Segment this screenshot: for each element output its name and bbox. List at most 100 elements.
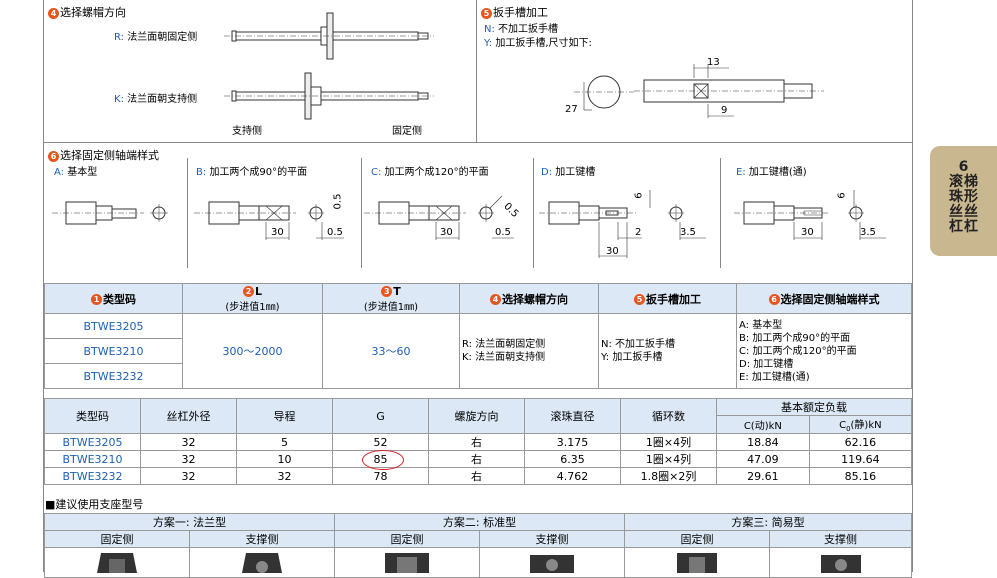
plan-1-fixed-image: [44, 547, 190, 578]
step-4-icon: 4: [48, 7, 59, 19]
dim-cell: 右: [428, 467, 525, 485]
dim-d-35: 3.5: [680, 227, 696, 238]
wrench-n-option: N: 不加工扳手槽: [484, 24, 559, 35]
dim-cell: BTWE3232: [44, 467, 141, 485]
dim-cell: 78: [332, 467, 429, 485]
dim-cell: 18.84: [716, 433, 810, 451]
dimension-table: 类型码 丝杠外径 导程 G 螺旋方向 滚珠直径 循环数 基本额定负载 C(动)k…: [44, 398, 913, 485]
support-side-label: 支持侧: [232, 126, 262, 137]
plan-1-support: 支撑侧: [189, 530, 335, 548]
plan-3-header: 方案三: 简易型: [624, 513, 912, 531]
nut-r-option: R: 法兰面朝固定侧: [114, 32, 198, 43]
shaft-end-e: E: 加工键槽(通): [736, 167, 807, 178]
side-tab-number: 6: [958, 159, 969, 175]
dim-cell: BTWE3210: [44, 450, 141, 468]
wrench-drawing: [574, 64, 824, 118]
dim-cell: 4.762: [524, 467, 621, 485]
dim-header-type: 类型码: [44, 398, 141, 434]
dim-cell: 62.16: [808, 433, 913, 451]
dim-c-30: 30: [440, 227, 453, 238]
dim-cell: 47.09: [716, 450, 810, 468]
spec-type-3: BTWE3232: [44, 363, 183, 389]
shaft-end-b: B: 加工两个成90°的平面: [196, 167, 308, 178]
plan-1-fixed: 固定侧: [44, 530, 190, 548]
shaft-end-a: A: 基本型: [54, 167, 98, 178]
dim-d-2: 2: [635, 227, 642, 238]
dim-header-c0: C0(静)kN: [808, 415, 913, 434]
dim-cell: 5: [236, 433, 333, 451]
dim-b-05: 0.5: [327, 227, 343, 238]
nut-direction-drawing: [224, 12, 434, 120]
dim-header-ball: 滚珠直径: [524, 398, 621, 434]
dim-header-load: 基本额定负载: [716, 398, 912, 416]
plan-2-header: 方案二: 标准型: [334, 513, 625, 531]
support-table: 方案一: 法兰型 方案二: 标准型 方案三: 简易型 固定侧 支撑侧 固定侧 支…: [44, 513, 912, 578]
wrench-dim-27: 27: [565, 104, 578, 115]
fixed-side-label: 固定侧: [392, 126, 422, 137]
dim-cell: 52: [332, 433, 429, 451]
spec-type-1: BTWE3205: [44, 313, 183, 339]
dim-d-30: 30: [606, 246, 619, 257]
side-tab-col-2: 梯形丝杠: [964, 174, 978, 235]
dim-header-g: G: [332, 398, 429, 434]
plan-3-fixed-image: [624, 547, 770, 578]
plan-2-fixed-image: [334, 547, 480, 578]
plan-1-support-image: [189, 547, 335, 578]
dim-cell: 32: [140, 467, 237, 485]
dim-cell: 1.8圈×2列: [620, 467, 717, 485]
dim-cell: 右: [428, 433, 525, 451]
plan-3-fixed: 固定侧: [624, 530, 770, 548]
dim-cell: 右: [428, 450, 525, 468]
shaft-end-c: C: 加工两个成120°的平面: [371, 167, 489, 178]
spec-l-range: 300～2000: [182, 313, 323, 389]
dim-cell: 85.16: [808, 467, 913, 485]
dim-cell: 3.175: [524, 433, 621, 451]
dim-d-6: 6: [633, 192, 645, 199]
dim-cell: BTWE3205: [44, 433, 141, 451]
nut-k-option: K: 法兰面朝支持侧: [114, 94, 198, 105]
side-category-tab[interactable]: 6 滚珠丝杠 梯形丝杠: [930, 146, 997, 256]
dim-e-30: 30: [801, 227, 814, 238]
plan-1-header: 方案一: 法兰型: [44, 513, 335, 531]
highlight-circle: [362, 450, 404, 470]
dim-e-35: 3.5: [860, 227, 876, 238]
wrench-dim-9: 9: [721, 105, 728, 116]
plan-2-support-image: [479, 547, 625, 578]
dim-header-c: C(动)kN: [716, 415, 810, 434]
dim-cell: 1圈×4列: [620, 433, 717, 451]
dim-e-6: 6: [836, 192, 848, 199]
dim-cell: 29.61: [716, 467, 810, 485]
dim-header-circuit: 循环数: [620, 398, 717, 434]
shaft-end-drawings: [52, 190, 886, 258]
wrench-dim-13: 13: [707, 57, 720, 68]
plan-2-support: 支撑侧: [479, 530, 625, 548]
dim-cell: 119.64: [808, 450, 913, 468]
dim-cell: 32: [236, 467, 333, 485]
plan-2-fixed: 固定侧: [334, 530, 480, 548]
dim-cell: 10: [236, 450, 333, 468]
side-tab-col-1: 滚珠丝杠: [949, 174, 963, 235]
support-title: ■建议使用支座型号: [45, 498, 144, 511]
plan-3-support: 支撑侧: [769, 530, 912, 548]
spec-t-range: 33～60: [322, 313, 460, 389]
dim-cell: 32: [140, 433, 237, 451]
spec-type-2: BTWE3210: [44, 338, 183, 364]
dim-c-05: 0.5: [495, 227, 511, 238]
dim-header-diameter: 丝杠外径: [140, 398, 237, 434]
shaft-end-d: D: 加工键槽: [541, 167, 596, 178]
